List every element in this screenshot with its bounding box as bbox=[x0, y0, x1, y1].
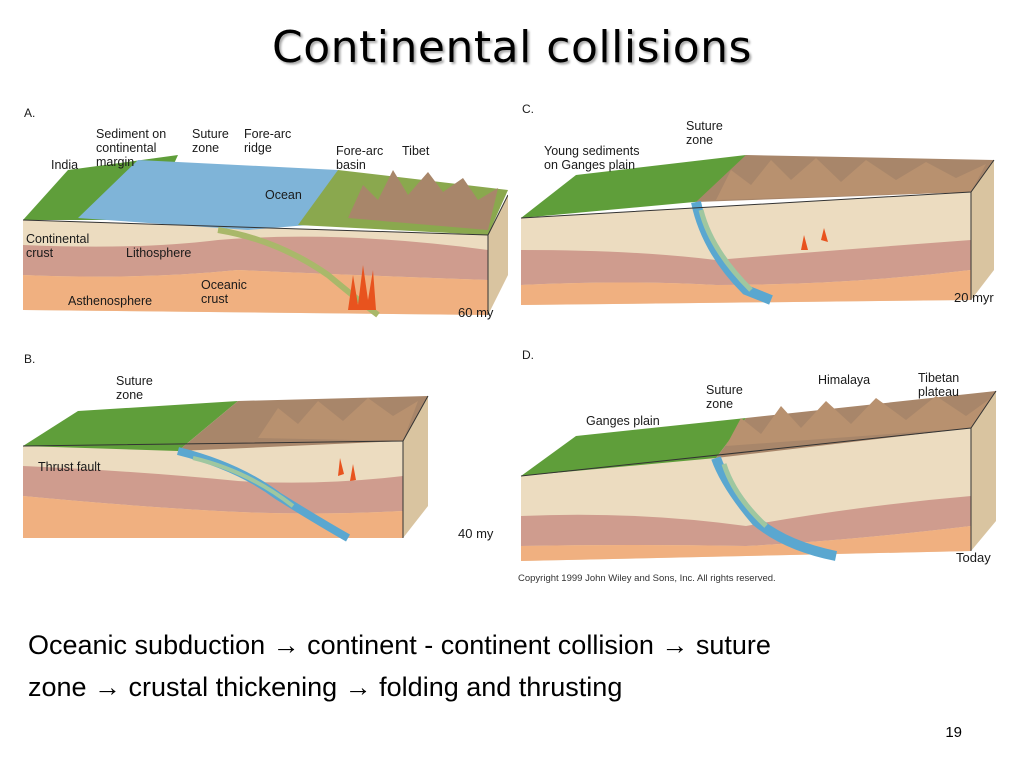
caption-line-2: zone → crustal thickening → folding and … bbox=[28, 672, 623, 702]
label-ganges-plain: Ganges plain bbox=[586, 414, 660, 428]
label-suture-d: Suture zone bbox=[706, 383, 743, 411]
panel-c-letter: C. bbox=[522, 102, 534, 116]
page-number: 19 bbox=[945, 724, 962, 741]
panel-a-letter: A. bbox=[24, 106, 36, 120]
copyright-notice: Copyright 1999 John Wiley and Sons, Inc.… bbox=[518, 573, 776, 584]
label-suture-a: Suture zone bbox=[192, 127, 229, 155]
label-tibet: Tibet bbox=[402, 144, 430, 158]
diagram-panel-a: A. India Sediment on continental margin … bbox=[18, 100, 508, 340]
panel-b-age: 40 my bbox=[458, 526, 494, 541]
panel-c-age: 20 myr bbox=[954, 290, 994, 305]
panel-a-age: 60 my bbox=[458, 305, 494, 320]
slide-title: Continental collisions bbox=[272, 22, 752, 73]
panel-b-letter: B. bbox=[24, 352, 36, 366]
label-ocean: Ocean bbox=[265, 188, 302, 202]
panel-b-illustration bbox=[22, 395, 429, 542]
label-continental-crust: Continental crust bbox=[26, 232, 90, 260]
diagram-panel-c: C. Young sediments on Ganges plain Sutur… bbox=[516, 100, 1006, 340]
diagram-panel-b: B. Suture zone Thrust fault 40 my bbox=[18, 346, 508, 586]
panel-d-illustration bbox=[520, 390, 997, 561]
label-sediment: Sediment on continental margin bbox=[96, 127, 167, 169]
panel-d-age: Today bbox=[956, 550, 991, 565]
label-young-sediments: Young sediments on Ganges plain bbox=[544, 144, 640, 172]
label-asthenosphere: Asthenosphere bbox=[68, 294, 153, 308]
label-suture-c: Suture zone bbox=[686, 119, 723, 147]
label-oceanic-crust: Oceanic crust bbox=[201, 278, 247, 306]
panel-c-illustration bbox=[520, 155, 995, 305]
slide-caption: Oceanic subduction → continent - contine… bbox=[28, 624, 988, 708]
label-lithosphere: Lithosphere bbox=[126, 246, 192, 260]
label-thrust-fault: Thrust fault bbox=[38, 460, 101, 474]
label-himalaya: Himalaya bbox=[818, 373, 871, 387]
panel-d-letter: D. bbox=[522, 348, 534, 362]
label-tibetan-plateau: Tibetan plateau bbox=[918, 371, 960, 399]
label-india: India bbox=[51, 158, 79, 172]
label-forearc-ridge: Fore-arc ridge bbox=[244, 127, 292, 155]
panel-a-illustration bbox=[22, 155, 508, 318]
diagram-panel-d: D. Ganges plain Suture zone Himalaya Tib… bbox=[516, 346, 1006, 576]
label-suture-b: Suture zone bbox=[116, 374, 153, 402]
caption-line-1: Oceanic subduction → continent - contine… bbox=[28, 630, 771, 660]
label-forearc-basin: Fore-arc basin bbox=[336, 144, 384, 172]
